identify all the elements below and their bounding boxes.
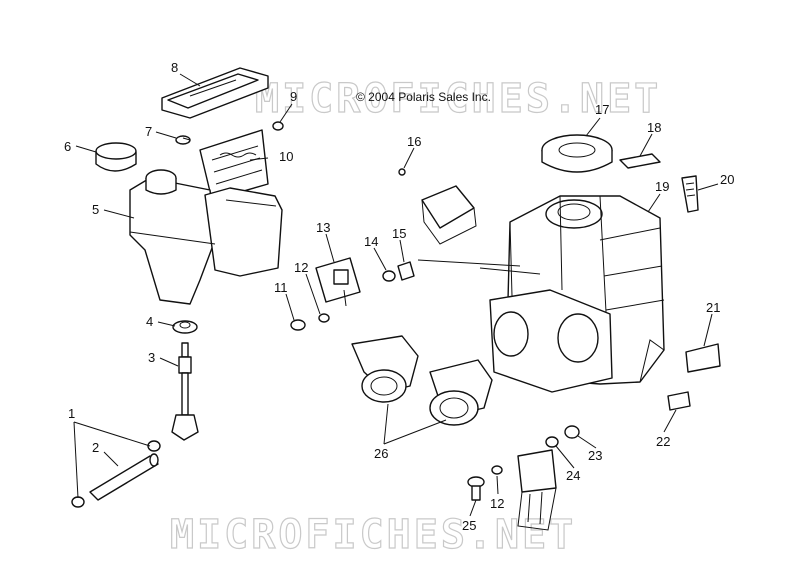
part-11-bolt <box>290 319 306 331</box>
callout-24: 24 <box>566 468 580 483</box>
callout-17: 17 <box>595 102 609 117</box>
callout-7: 7 <box>145 124 152 139</box>
part-6-cap <box>95 142 137 172</box>
part-22-label <box>667 391 691 411</box>
callout-2: 2 <box>92 440 99 455</box>
part-16-screw <box>398 168 406 176</box>
callout-21: 21 <box>706 300 720 315</box>
part-19-airbox <box>489 195 665 393</box>
callout-23: 23 <box>588 448 602 463</box>
copyright-text: © 2004 Polaris Sales Inc. <box>356 90 491 104</box>
part-15-grommet <box>397 261 415 281</box>
callout-8: 8 <box>171 60 178 75</box>
callout-4: 4 <box>146 314 153 329</box>
callout-9: 9 <box>290 89 297 104</box>
part-18-decal <box>619 153 661 169</box>
part-12-washer-lower <box>491 465 503 475</box>
part-23-grommet <box>564 425 580 439</box>
callout-12-upper: 12 <box>294 260 308 275</box>
part-12-washer-upper <box>318 313 330 323</box>
callout-25: 25 <box>462 518 476 533</box>
part-9-screw <box>272 121 284 131</box>
part-2-hose <box>89 453 159 501</box>
part-3-fitting <box>171 342 199 441</box>
callout-6: 6 <box>64 139 71 154</box>
part-14-washer <box>382 270 396 282</box>
callout-19: 19 <box>655 179 669 194</box>
part-1-clamps <box>71 440 161 508</box>
mount-bracket <box>517 449 557 531</box>
callout-11: 11 <box>274 280 288 295</box>
watermark-top: MICROFICHES.NET <box>255 76 661 122</box>
part-26-intake-boots <box>351 335 493 426</box>
part-4-grommet <box>172 320 198 334</box>
part-21-label <box>685 343 721 373</box>
leader-lines <box>73 73 719 517</box>
watermark-bottom: MICROFICHES.NET <box>170 512 576 558</box>
callout-10: 10 <box>279 149 293 164</box>
callout-16: 16 <box>407 134 421 149</box>
callout-labels: 8 9 7 6 10 5 4 3 1 2 11 12 13 14 15 16 1… <box>64 60 734 533</box>
callout-18: 18 <box>647 120 661 135</box>
callout-1: 1 <box>68 406 75 421</box>
part-10-bracket <box>199 129 269 201</box>
callout-12-lower: 12 <box>490 496 504 511</box>
part-5-oil-tank <box>129 169 283 305</box>
callout-15: 15 <box>392 226 406 241</box>
part-25-bolt <box>467 476 485 501</box>
callout-5: 5 <box>92 202 99 217</box>
part-13-fuel-pump <box>315 257 361 307</box>
part-7-bolt <box>175 135 191 145</box>
part-20-clip <box>681 175 699 213</box>
callout-22: 22 <box>656 434 670 449</box>
part-17-foam-ring <box>541 134 613 173</box>
callout-20: 20 <box>720 172 734 187</box>
callout-13: 13 <box>316 220 330 235</box>
cdi-module <box>421 185 477 245</box>
part-24-washer <box>545 436 559 448</box>
part-8-cover <box>161 67 269 119</box>
callout-26: 26 <box>374 446 388 461</box>
callout-3: 3 <box>148 350 155 365</box>
callout-14: 14 <box>364 234 378 249</box>
